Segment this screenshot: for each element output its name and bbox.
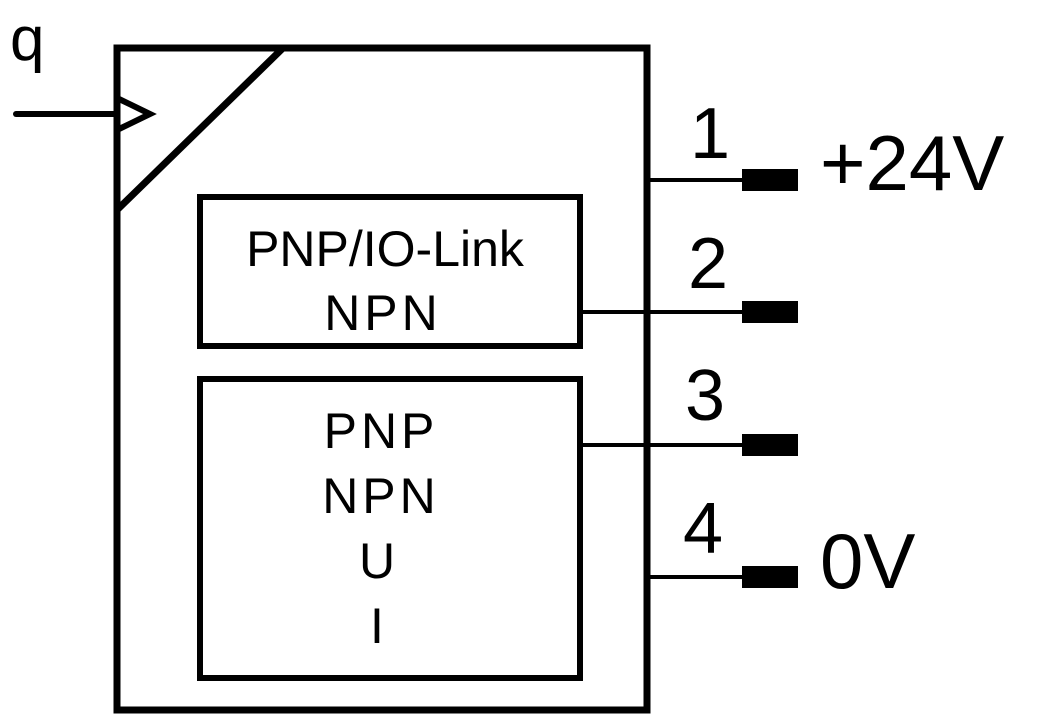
output-block-1: [197, 194, 583, 349]
pin-1-number: 1: [690, 94, 730, 174]
input-arrow-icon: [115, 95, 157, 133]
housing-diagonal: [114, 45, 286, 213]
pin-1-terminal: [742, 169, 798, 191]
pin-1-label: +24V: [820, 119, 1004, 207]
pin-4-terminal: [742, 566, 798, 588]
block-2-line-3: U: [359, 533, 395, 589]
block-2-line-2: NPN: [322, 468, 440, 524]
input-label: q: [10, 5, 44, 74]
pin-2-terminal: [742, 301, 798, 323]
pin-3-terminal: [742, 434, 798, 456]
pin-3-number: 3: [685, 356, 725, 436]
pin-2-number: 2: [688, 224, 728, 304]
output-block-2: [197, 376, 583, 681]
block-2-line-1: PNP: [324, 403, 439, 459]
sensor-housing: [113, 44, 651, 714]
pin-4-number: 4: [683, 489, 723, 569]
block-1-line-1: PNP/IO-Link: [246, 221, 525, 277]
block-1-line-2: NPN: [324, 285, 442, 341]
block-2-line-4: I: [370, 598, 384, 654]
pin-4-label: 0V: [820, 517, 915, 605]
